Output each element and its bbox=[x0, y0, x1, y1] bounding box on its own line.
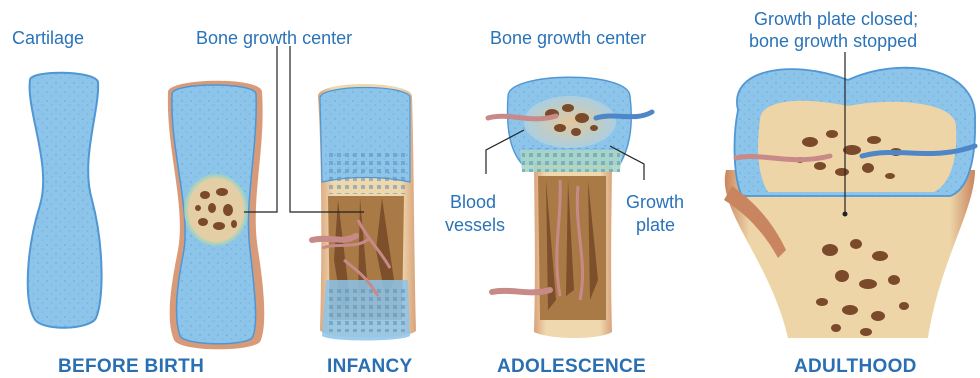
growth-plate-closed-label-line1: Growth plate closed; bbox=[754, 9, 918, 30]
adulthood-bone bbox=[724, 68, 975, 338]
stage-title-before-birth: BEFORE BIRTH bbox=[58, 356, 204, 378]
growth-plate-label-line1: Growth bbox=[626, 192, 684, 213]
blood-vessels-label-line2: vessels bbox=[445, 215, 505, 236]
stage-title-adolescence: ADOLESCENCE bbox=[497, 356, 646, 378]
adult-growth-plate-marker bbox=[843, 212, 848, 217]
cartilage-model bbox=[28, 73, 102, 328]
cartilage-label: Cartilage bbox=[12, 28, 84, 49]
stage-title-infancy: INFANCY bbox=[327, 356, 413, 378]
blood-vessels-label-line1: Blood bbox=[450, 192, 496, 213]
before-birth-bone bbox=[168, 81, 264, 350]
bone-growth-center-label: Bone growth center bbox=[196, 28, 352, 49]
growth-plate-closed-label-line2: bone growth stopped bbox=[749, 31, 917, 52]
stage-title-adulthood: ADULTHOOD bbox=[794, 356, 917, 378]
growth-plate-label-line2: plate bbox=[636, 215, 675, 236]
adolescence-growth-center-label: Bone growth center bbox=[490, 28, 646, 49]
